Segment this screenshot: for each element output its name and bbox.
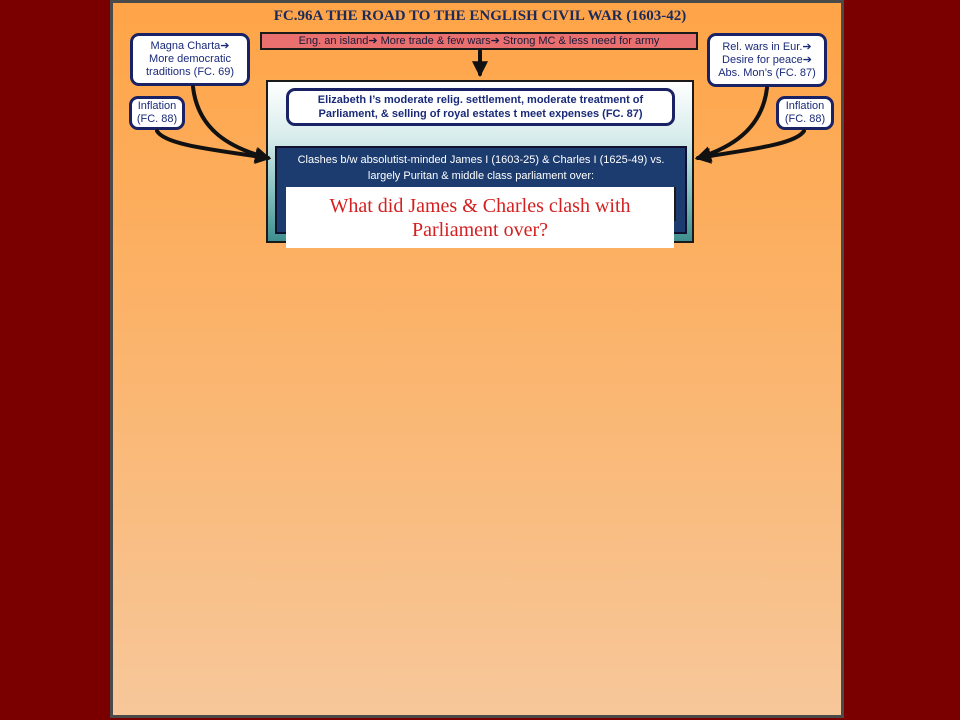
elizabeth-settlement-box: Elizabeth I’s moderate relig. settlement…	[286, 88, 675, 126]
arrow-right-icon: ➔	[802, 40, 812, 53]
top-factor-part2: More trade & few wars	[377, 35, 491, 47]
top-factor-part3: Strong MC & less need for army	[499, 35, 660, 47]
inflation-left-line2: (FC. 88)	[136, 113, 178, 125]
relwars-line2: Desire for peace	[722, 53, 803, 66]
magna-line1: Magna Charta	[150, 40, 221, 52]
question-overlay: What did James & Charles clash with Parl…	[286, 187, 674, 248]
arrow-right-icon: ➔	[802, 53, 812, 66]
arrow-inflation-left-to-clash	[155, 129, 272, 165]
inflation-left-line1: Inflation	[137, 100, 177, 112]
slide-title: FC.96A THE ROAD TO THE ENGLISH CIVIL WAR…	[273, 8, 687, 24]
inflation-right-bubble: Inflation (FC. 88)	[776, 96, 834, 130]
magna-line2: More democratic	[149, 53, 231, 65]
top-factor-bar: Eng. an island➔ More trade & few wars➔ S…	[260, 32, 698, 50]
relwars-line3: Abs. Mon’s (FC. 87)	[718, 66, 816, 79]
arrow-right-icon: ➔	[220, 40, 230, 52]
religious-wars-bubble: Rel. wars in Eur.➔ Desire for peace➔ Abs…	[707, 33, 827, 87]
arrow-right-icon: ➔	[490, 35, 500, 47]
magna-charta-bubble: Magna Charta➔ More democratic traditions…	[130, 33, 250, 86]
top-factor-part1: Eng. an island	[298, 35, 369, 47]
arrow-inflation-right-to-clash	[694, 129, 806, 164]
magna-line3: traditions (FC. 69)	[145, 66, 235, 78]
inflation-left-bubble: Inflation (FC. 88)	[129, 96, 185, 130]
inflation-right-line1: Inflation	[785, 100, 825, 112]
arrow-right-icon: ➔	[368, 35, 378, 47]
relwars-line1: Rel. wars in Eur.	[722, 40, 803, 53]
inflation-right-line2: (FC. 88)	[784, 113, 826, 125]
